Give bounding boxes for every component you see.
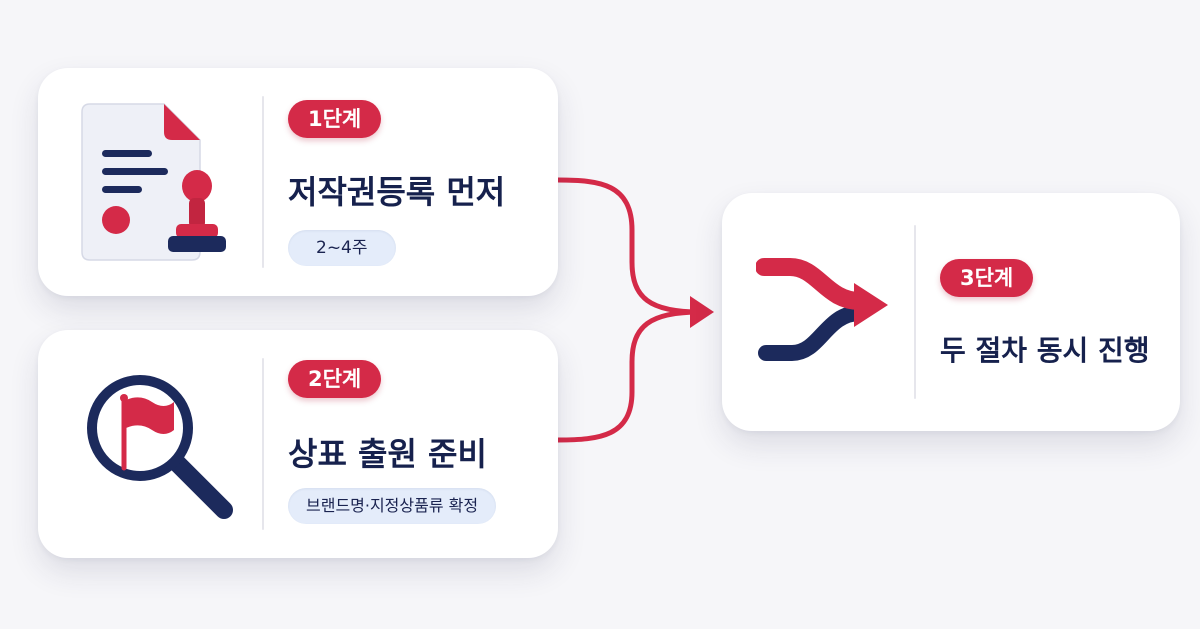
step-1-duration: 2~4주 [288,230,396,266]
magnifier-flag-icon [87,375,233,519]
step-2-title: 상표 출원 준비 [288,435,487,473]
step-1-card: 1단계 저작권등록 먼저 2~4주 [38,68,558,296]
step-3-badge: 3단계 [940,259,1034,297]
step-1-badge: 1단계 [288,100,382,138]
connector-line-step2 [555,309,703,443]
connector-line-step1 [555,177,703,315]
step-2-badge: 2단계 [288,360,382,398]
connector-arrowhead [690,296,714,328]
card-divider [262,358,264,530]
merge-arrow-icon [756,258,888,361]
step-1-title: 저작권등록 먼저 [288,173,506,211]
step-3-title: 두 절차 동시 진행 [940,334,1150,367]
document-stamp-icon [81,103,226,261]
step-2-card: 2단계 상표 출원 준비 브랜드명·지정상품류 확정 [38,330,558,558]
step-2-detail: 브랜드명·지정상품류 확정 [288,488,497,524]
card-divider [262,96,264,268]
step-3-card: 3단계 두 절차 동시 진행 [722,193,1180,431]
card-divider [914,225,916,399]
